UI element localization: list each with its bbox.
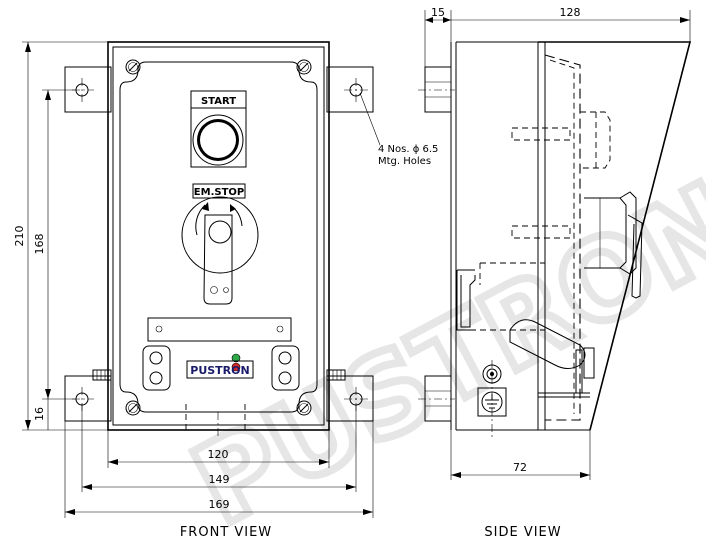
- front-view-label: FRONT VIEW: [180, 525, 272, 540]
- mounting-bracket-bottom-left: [64, 375, 112, 422]
- side-view: 15 128 72 SIDE VIEW: [418, 6, 692, 540]
- side-flange: [418, 42, 457, 430]
- brand-text: PUSTRON: [190, 364, 249, 377]
- dim-side-top-depth: 128: [451, 6, 691, 42]
- side-cable-gland: [509, 319, 586, 369]
- side-emstop: [584, 191, 643, 299]
- side-internal-wiring: [470, 262, 546, 331]
- start-button: START: [190, 90, 247, 168]
- corner-screw-tl: [125, 59, 141, 75]
- dim-120: 120: [208, 448, 229, 461]
- selector-lever: [203, 214, 233, 305]
- cover-plate: [119, 61, 318, 413]
- side-stud-left: [92, 369, 112, 381]
- mounting-hole-note: 4 Nos. ϕ 6.5 Mtg. Holes: [359, 92, 438, 167]
- side-internal-bracket-1: [511, 127, 571, 141]
- enclosure-body: [107, 41, 330, 431]
- side-start-button: [580, 111, 611, 169]
- note-line-2: Mtg. Holes: [378, 156, 431, 167]
- dim-72: 72: [513, 461, 527, 474]
- side-internal-dashed: [544, 54, 581, 421]
- note-line-1: 4 Nos. ϕ 6.5: [378, 144, 438, 155]
- earth-terminal: [477, 360, 507, 440]
- mounting-bracket-top-left: [64, 66, 112, 113]
- dim-168: 168: [33, 234, 46, 255]
- red-indicator-icon: [231, 362, 241, 372]
- enclosure-inner-edge: [112, 46, 325, 426]
- emstop-label: EM.STOP: [194, 187, 244, 198]
- corner-screw-tr: [296, 59, 312, 75]
- side-clip: [460, 275, 476, 328]
- rotate-arrow-left: [195, 204, 206, 236]
- dim-128: 128: [560, 6, 581, 19]
- dim-overall-height: 210: [13, 41, 108, 431]
- dim-15: 15: [431, 6, 445, 19]
- label-strip: [147, 317, 292, 342]
- emergency-stop-switch: EM.STOP: [181, 183, 259, 305]
- dim-side-bottom-depth: 72: [450, 430, 591, 480]
- side-view-label: SIDE VIEW: [484, 525, 561, 540]
- dim-149: 149: [209, 473, 230, 486]
- side-stud-right: [326, 369, 346, 381]
- front-view: START EM.STOP: [13, 41, 438, 540]
- dim-169: 169: [209, 498, 230, 511]
- rotate-arrow-right: [232, 206, 243, 227]
- start-label: START: [201, 96, 236, 107]
- dim-16: 16: [33, 407, 46, 421]
- side-internal-bracket-2: [511, 225, 571, 239]
- dim-side-flange: 15: [424, 6, 452, 67]
- dim-hole-spacing-vertical: 168: [33, 89, 76, 400]
- lower-fastener-right: [271, 345, 300, 391]
- dim-overall-width: 169: [64, 421, 374, 518]
- brand-logo: PUSTRON: [186, 360, 254, 379]
- corner-screw-bl: [125, 400, 141, 416]
- mounting-bracket-top-right: [326, 66, 374, 113]
- dim-bottom-offset: 16: [33, 399, 49, 430]
- lower-fastener-left: [142, 345, 171, 391]
- dim-body-width: 120: [107, 430, 330, 468]
- dim-210: 210: [13, 226, 26, 247]
- dim-hole-spacing-horizontal: 149: [81, 405, 357, 492]
- green-indicator-icon: [231, 353, 241, 363]
- corner-screw-br: [296, 400, 312, 416]
